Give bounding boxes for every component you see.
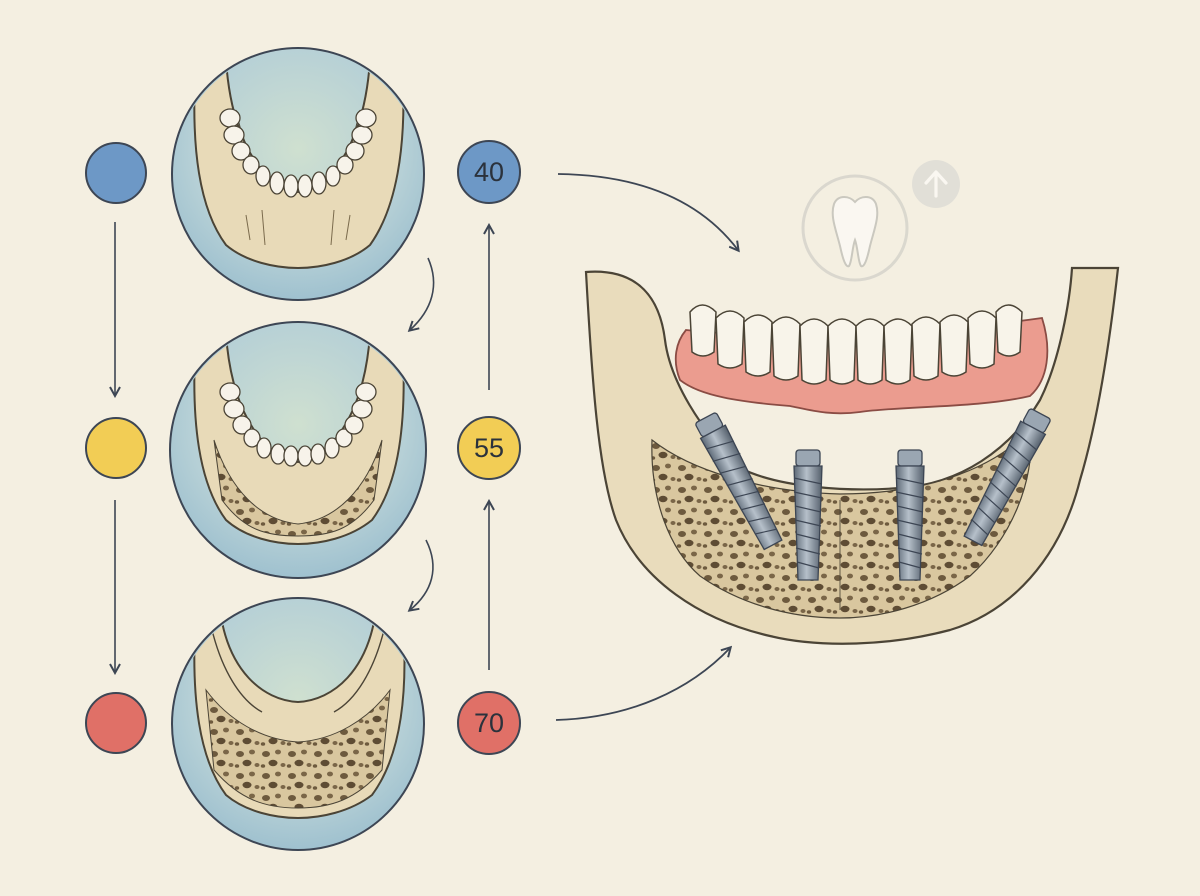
age-badge-40: 40 bbox=[457, 140, 521, 204]
implant-2 bbox=[793, 449, 823, 581]
implant-1 bbox=[695, 412, 783, 551]
age-label-55: 55 bbox=[473, 432, 505, 463]
arrow-to-result-top bbox=[557, 173, 738, 250]
age-badge-55: 55 bbox=[457, 416, 521, 480]
jaw-circle-2 bbox=[169, 321, 427, 579]
implant-4 bbox=[963, 408, 1051, 547]
jaw-circle-1 bbox=[171, 47, 425, 301]
age-badge-70: 70 bbox=[457, 691, 521, 755]
up-arrow-icon bbox=[912, 160, 960, 208]
denture-teeth bbox=[689, 304, 1023, 385]
stage-dot-yellow bbox=[85, 417, 147, 479]
tooth-icon bbox=[801, 174, 909, 282]
stage-dot-red bbox=[85, 692, 147, 754]
curve-arrow-2 bbox=[410, 539, 434, 610]
implant-jaw-illustration bbox=[584, 266, 1120, 645]
jaw-circle-3 bbox=[171, 597, 425, 851]
age-label-40: 40 bbox=[473, 156, 505, 187]
age-label-70: 70 bbox=[473, 707, 505, 738]
stage-dot-blue bbox=[85, 142, 147, 204]
curve-arrow-1 bbox=[410, 257, 435, 330]
arrow-to-result-bottom bbox=[555, 648, 730, 721]
implant-3 bbox=[895, 449, 925, 581]
